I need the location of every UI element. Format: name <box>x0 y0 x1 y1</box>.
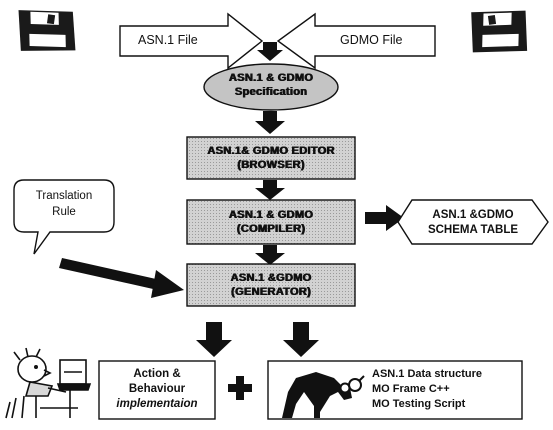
asn1-file-label: ASN.1 File <box>138 33 198 47</box>
outputs-line1: ASN.1 Data structure <box>372 368 483 380</box>
translation-rule-label: Translation Rule <box>14 188 114 220</box>
spec-ellipse-label: ASN.1 & GDMO Specification <box>205 71 337 99</box>
schema-line1: ASN.1 &GDMO <box>432 209 514 221</box>
plus-icon <box>228 376 252 400</box>
action-box <box>98 360 216 420</box>
arrow-down-1 <box>257 42 283 61</box>
compiler-box <box>186 199 356 245</box>
action-line2: Behaviour <box>128 383 186 395</box>
arrow-right-schema <box>365 205 404 231</box>
compiler-line1: ASN.1 & GDMO <box>228 209 314 221</box>
translation-line2: Rule <box>52 206 76 218</box>
action-label: Action & Behaviour implementaion <box>99 367 215 412</box>
arrow-down-5b <box>283 322 319 357</box>
editor-box <box>186 136 356 180</box>
compiler-line2: (COMPILER) <box>236 223 306 235</box>
generator-line2: (GENERATOR) <box>231 286 311 298</box>
arrow-down-2 <box>255 111 285 134</box>
outputs-line2: MO Frame C++ <box>372 383 450 395</box>
asn1-file-arrow <box>119 12 264 70</box>
generator-label: ASN.1 &GDMO (GENERATOR) <box>187 271 355 299</box>
action-line3: implementaion <box>116 398 198 410</box>
spec-line1: ASN.1 & GDMO <box>228 72 314 84</box>
editor-line2: (BROWSER) <box>237 159 305 171</box>
translation-line1: Translation <box>35 190 93 202</box>
arrow-diagonal-translation <box>59 258 184 298</box>
generator-box <box>186 263 356 307</box>
generator-line1: ASN.1 &GDMO <box>230 272 312 284</box>
man-at-computer-icon <box>5 347 92 419</box>
schema-line2: SCHEMA TABLE <box>427 224 519 236</box>
arrow-down-3 <box>255 180 285 200</box>
gdmo-file-arrow <box>276 12 436 70</box>
schema-table-shape <box>397 199 549 245</box>
compiler-label: ASN.1 & GDMO (COMPILER) <box>187 208 355 236</box>
translation-rule-bubble <box>13 179 115 255</box>
action-line1: Action & <box>133 368 181 380</box>
arrow-down-5a <box>196 322 232 357</box>
floppy-disk-left-icon <box>18 10 76 51</box>
spec-ellipse <box>203 63 339 111</box>
editor-line1: ASN.1& GDMO EDITOR <box>207 145 335 157</box>
editor-label: ASN.1& GDMO EDITOR (BROWSER) <box>187 144 355 172</box>
gdmo-file-label: GDMO File <box>340 33 403 47</box>
outputs-label: ASN.1 Data structure MO Frame C++ MO Tes… <box>372 367 520 412</box>
outputs-line3: MO Testing Script <box>372 398 466 410</box>
schema-table-label: ASN.1 &GDMO SCHEMA TABLE <box>405 208 541 238</box>
bending-person-icon <box>282 372 365 418</box>
spec-line2: Specification <box>234 86 308 98</box>
arrow-down-4 <box>255 245 285 265</box>
floppy-disk-right-icon <box>471 10 528 53</box>
